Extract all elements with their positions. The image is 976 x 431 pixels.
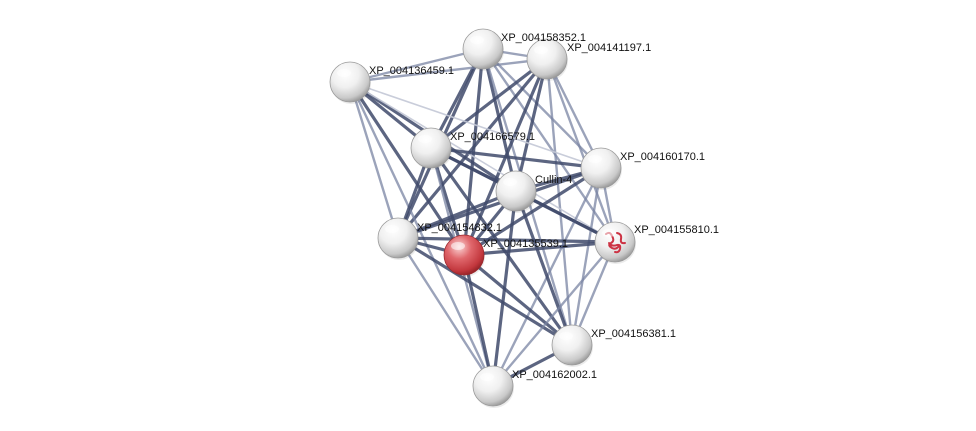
edge-xp-004154832-1-xp-004155810-1 (396, 236, 617, 244)
edge-xp-004136459-1-xp-004162002-1 (348, 80, 495, 388)
node-label-xp-004160170-1: XP_004160170.1 (620, 151, 705, 163)
node-sphere (377, 217, 419, 259)
node-gloss (503, 178, 517, 186)
node-xp-004154832-1[interactable] (377, 217, 419, 260)
node-sphere (443, 234, 485, 276)
node-sphere (495, 170, 537, 212)
edge-xp-004141197-1-xp-004136459-1 (348, 57, 549, 84)
node-gloss (602, 229, 616, 237)
edge-xp-004141197-1-xp-004155810-1 (545, 57, 617, 244)
node-gloss (559, 332, 573, 340)
node-xp-004166579-1[interactable] (410, 127, 452, 170)
edge-xp-004154832-1-xp-004162002-1 (396, 236, 495, 388)
edge-xp-004135539-1-xp-004162002-1 (462, 253, 495, 388)
node-gloss (337, 69, 351, 77)
node-sphere (472, 365, 514, 407)
edge-xp-004136459-1-xp-004154832-1 (348, 80, 400, 240)
node-xp-004135539-1[interactable] (443, 234, 485, 277)
node-label-xp-004155810-1: XP_004155810.1 (634, 224, 719, 236)
edge-xp-004141197-1-xp-004154832-1 (396, 57, 549, 240)
node-label-cullin-4: Cullin-4 (535, 174, 572, 186)
edge-xp-004136459-1-xp-004160170-1 (349, 81, 602, 169)
node-label-xp-004154832-1: XP_004154832.1 (417, 222, 502, 234)
node-sphere (594, 221, 636, 263)
node-gloss (534, 46, 548, 54)
node-xp-004141197-1[interactable] (526, 38, 568, 81)
node-xp-004156381-1[interactable] (551, 324, 593, 367)
edge-xp-004135539-1-xp-004156381-1 (462, 253, 574, 347)
node-label-xp-004166579-1: XP_004166579.1 (450, 131, 535, 143)
node-xp-004160170-1[interactable] (580, 147, 622, 190)
node-xp-004136459-1[interactable] (329, 61, 371, 104)
node-label-xp-004156381-1: XP_004156381.1 (591, 328, 676, 340)
node-gloss (385, 225, 399, 233)
edge-xp-004141197-1-cullin-4 (514, 57, 549, 193)
edge-xp-004136459-1-xp-004155810-1 (349, 81, 616, 243)
edge-xp-004135539-1-xp-004155810-1 (462, 240, 617, 257)
edge-xp-004158352-1-cullin-4 (481, 47, 518, 193)
edge-xp-004166579-1-xp-004160170-1 (429, 146, 603, 170)
edge-xp-004136459-1-xp-004135539-1 (348, 80, 466, 257)
node-sphere (580, 147, 622, 189)
node-gloss (588, 155, 602, 163)
node-gloss (470, 36, 484, 44)
edge-cullin-4-xp-004154832-1 (396, 189, 518, 240)
node-sphere (462, 28, 504, 70)
edge-xp-004141197-1-xp-004166579-1 (429, 57, 549, 150)
node-sphere (329, 61, 371, 103)
node-gloss (418, 135, 432, 143)
node-xp-004158352-1[interactable] (462, 28, 504, 71)
edge-xp-004160170-1-xp-004156381-1 (570, 166, 603, 347)
node-label-xp-004141197-1: XP_004141197.1 (567, 42, 651, 54)
edge-xp-004166579-1-xp-004156381-1 (429, 146, 574, 347)
node-sphere (551, 324, 593, 366)
node-cullin-4[interactable] (495, 170, 537, 213)
labels-layer: XP_004158352.1XP_004141197.1XP_004136459… (369, 32, 719, 381)
edge-xp-004160170-1-xp-004154832-1 (396, 166, 603, 240)
node-label-xp-004135539-1: XP_004135539.1 (483, 238, 568, 250)
node-gloss (480, 373, 494, 381)
node-label-xp-004162002-1: XP_004162002.1 (512, 369, 597, 381)
node-xp-004162002-1[interactable] (472, 365, 514, 408)
node-label-xp-004136459-1: XP_004136459.1 (369, 65, 454, 77)
edge-xp-004158352-1-xp-004136459-1 (348, 47, 485, 84)
edge-cullin-4-xp-004156381-1 (514, 189, 574, 347)
node-sphere (526, 38, 568, 80)
edge-xp-004155810-1-xp-004162002-1 (491, 240, 617, 388)
node-label-xp-004158352-1: XP_004158352.1 (501, 32, 586, 44)
node-sphere (410, 127, 452, 169)
nodes-layer (329, 28, 636, 408)
node-gloss (451, 242, 465, 250)
node-xp-004155810-1[interactable] (594, 221, 636, 264)
